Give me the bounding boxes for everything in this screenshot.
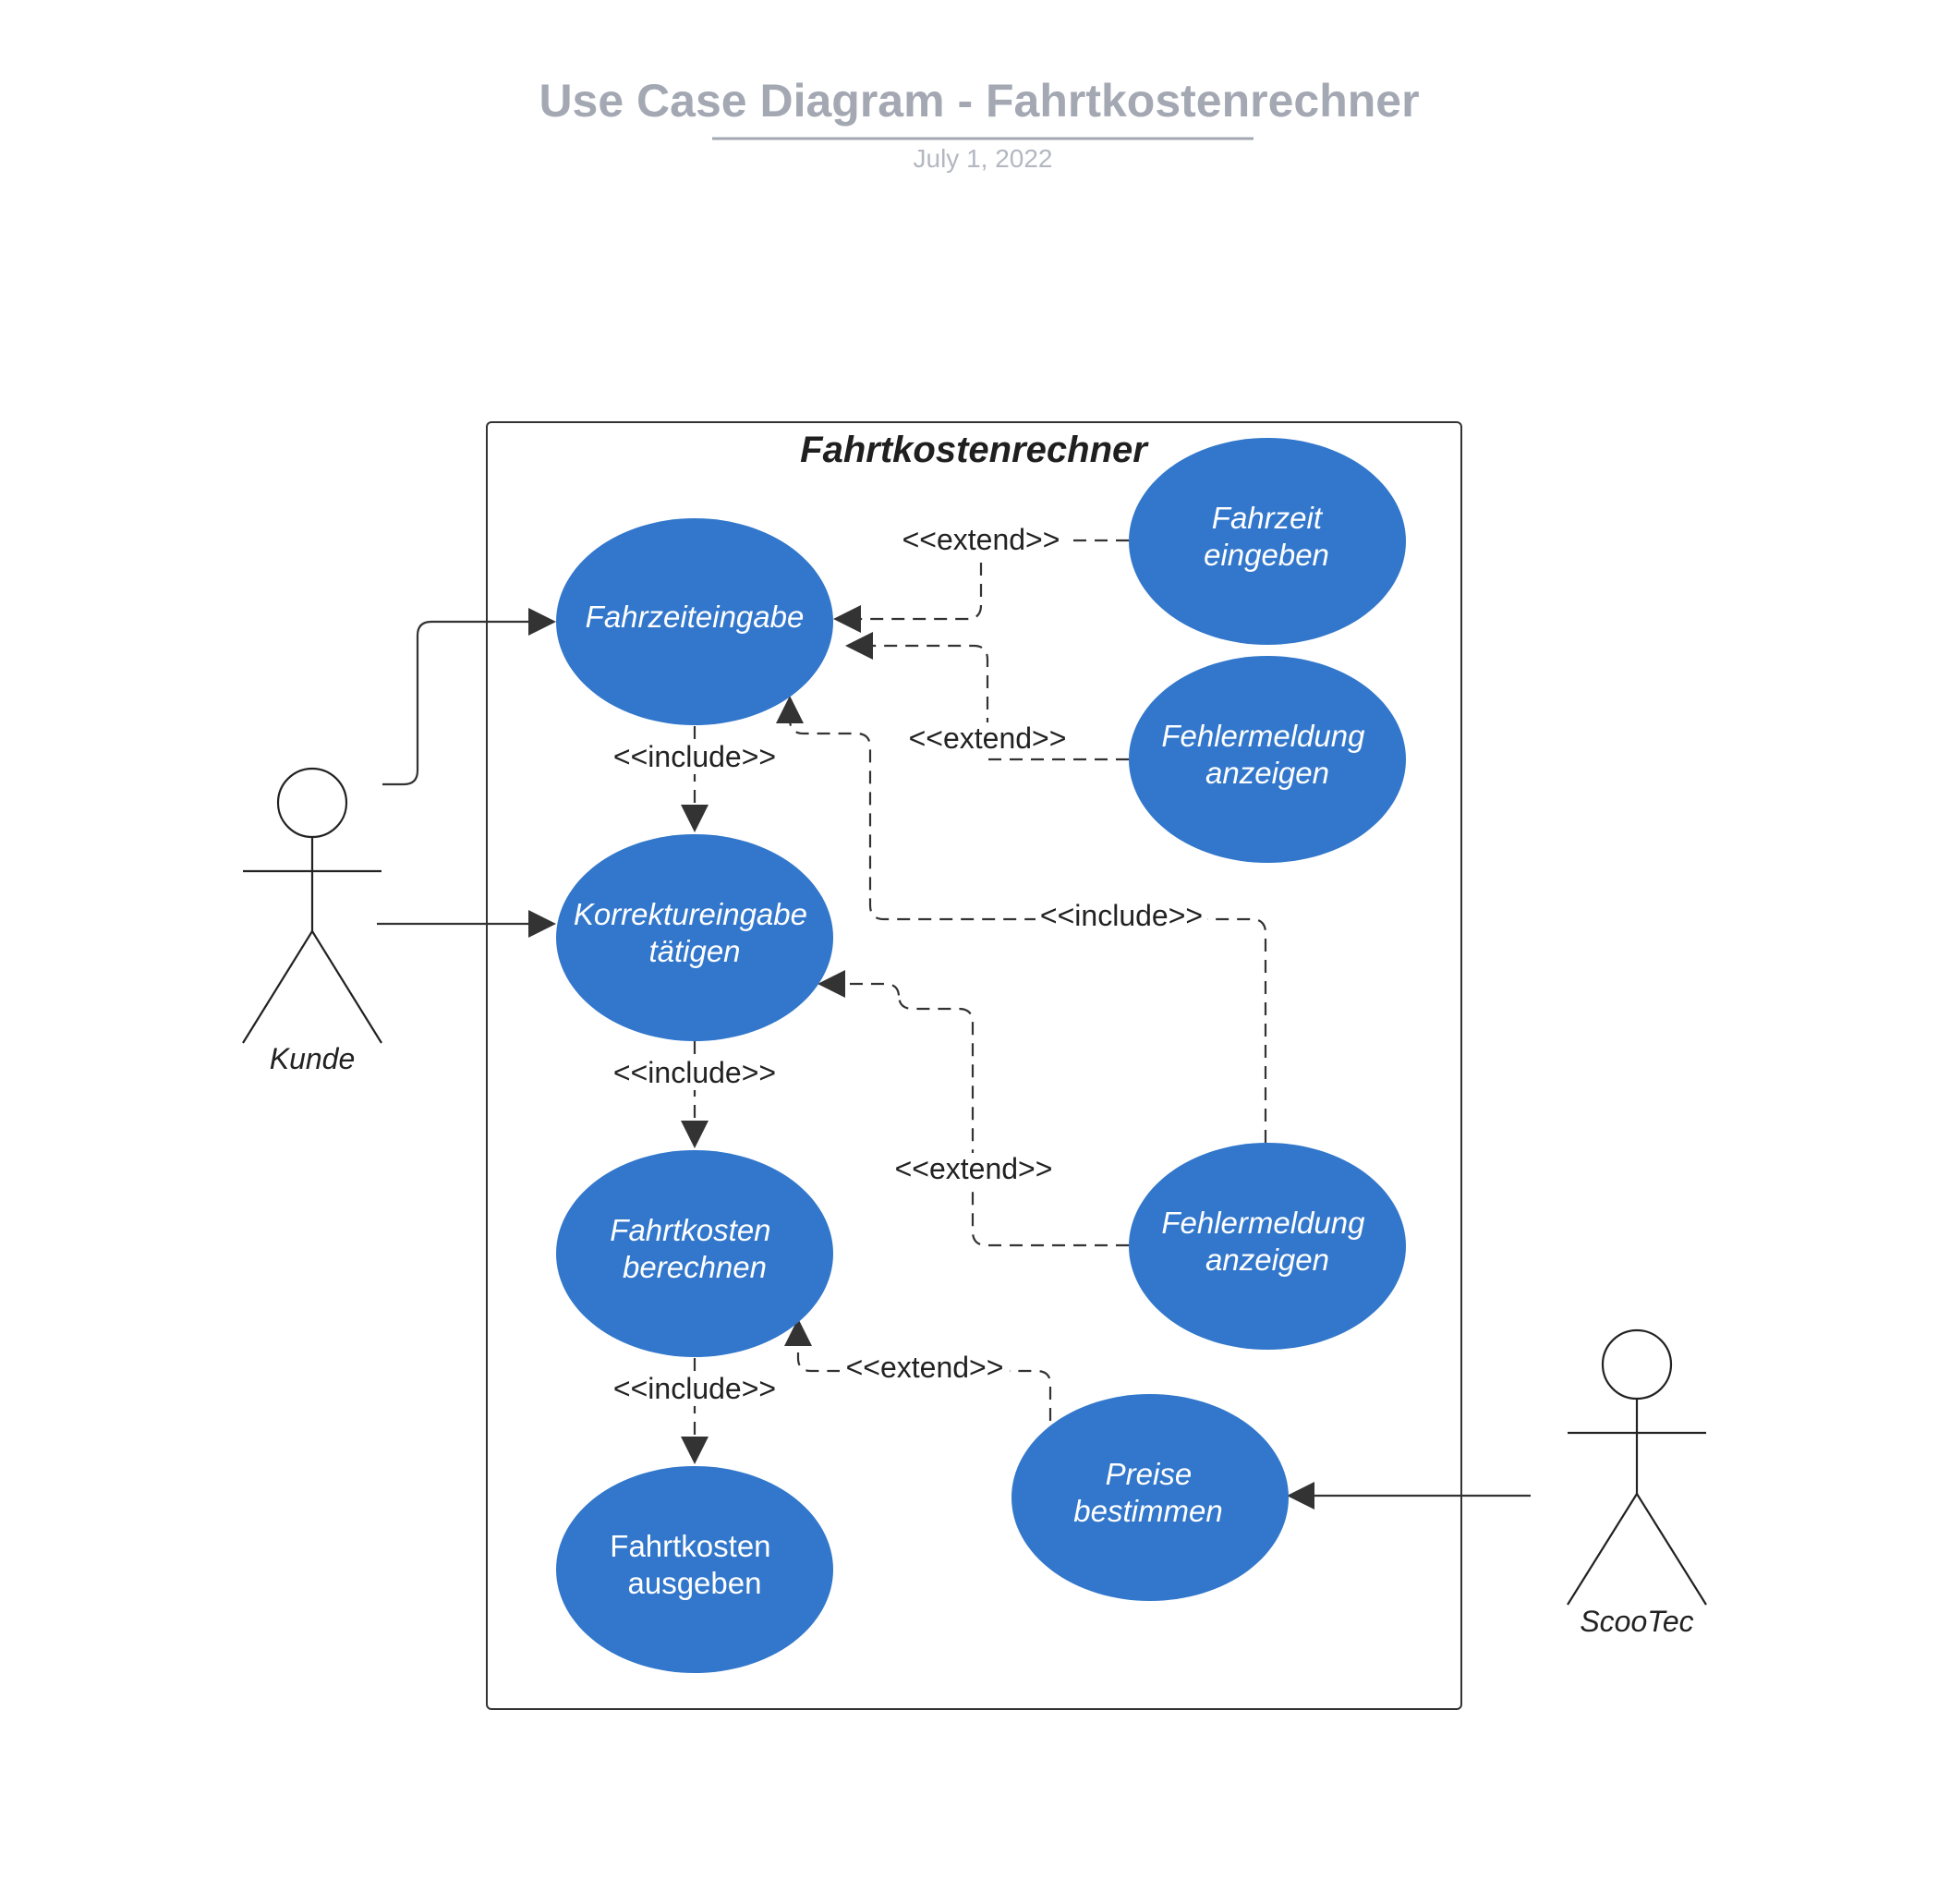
svg-text:Korrektureingabe tätigen: Korrektureingabe tätigen xyxy=(574,897,816,968)
use-case-fahrtkosten-ausgeben[interactable]: Fahrtkosten ausgeben xyxy=(556,1466,833,1673)
diagram-date: July 1, 2022 xyxy=(914,144,1053,173)
actor-kunde-label: Kunde xyxy=(270,1042,356,1075)
use-case-fehlermeldung-2[interactable]: Fehlermeldung anzeigen xyxy=(1129,1143,1406,1350)
use-case-label: Preise xyxy=(1106,1457,1193,1491)
extend-fehlermeldung-1-line xyxy=(845,632,1129,761)
use-case-label: tätigen xyxy=(648,934,740,968)
use-case-label: Fahrtkosten xyxy=(610,1529,770,1563)
svg-text:Fahrzeiteingabe: Fahrzeiteingabe xyxy=(586,600,805,634)
use-case-label: Fahrzeit xyxy=(1212,501,1324,535)
use-case-label: Fahrzeiteingabe xyxy=(586,600,805,634)
include-fehlermeldung-2-line xyxy=(776,696,1267,1143)
svg-text:Fehlermeldung anzeigen: Fehlermeldung anzeigen xyxy=(1161,1206,1373,1277)
extend-fahrzeit-eingeben-line xyxy=(833,539,1129,633)
actor-scootec-label: ScooTec xyxy=(1580,1605,1693,1638)
include-label-right: <<include>> xyxy=(1040,899,1203,932)
actor-scootec[interactable]: ScooTec xyxy=(1567,1328,1707,1638)
extend-label-1: <<extend>> xyxy=(902,523,1060,556)
diagram-title: Use Case Diagram - Fahrtkostenrechner xyxy=(539,75,1419,127)
use-case-label: anzeigen xyxy=(1205,1243,1329,1277)
extend-fehlermeldung-2-line xyxy=(818,970,1129,1247)
use-case-fahrzeiteingabe[interactable]: Fahrzeiteingabe xyxy=(556,518,833,725)
use-case-korrektureingabe[interactable]: Korrektureingabe tätigen xyxy=(556,834,833,1041)
use-case-label: anzeigen xyxy=(1205,756,1329,790)
include-label-3: <<include>> xyxy=(613,1372,776,1405)
use-case-label: Fahrtkosten xyxy=(610,1213,770,1247)
extend-label-4: <<extend>> xyxy=(846,1351,1004,1384)
actor-head xyxy=(276,767,348,839)
extend-label-3: <<extend>> xyxy=(895,1152,1053,1185)
kunde-to-fahrzeiteingabe-line xyxy=(382,608,556,786)
svg-text:Fahrtkosten berechnen: Fahrtkosten berechnen xyxy=(610,1213,779,1284)
svg-text:Fahrzeit eingeben: Fahrzeit eingeben xyxy=(1204,501,1330,572)
use-case-fahrtkosten-berechnen[interactable]: Fahrtkosten berechnen xyxy=(556,1150,833,1357)
system-boundary xyxy=(486,421,1462,1710)
include-label-1: <<include>> xyxy=(613,740,776,773)
actor-kunde[interactable]: Kunde xyxy=(242,767,382,1075)
svg-text:Fehlermeldung anzeigen: Fehlermeldung anzeigen xyxy=(1161,719,1373,790)
svg-text:Fahrtkosten ausgeben: Fahrtkosten ausgeben xyxy=(610,1529,779,1600)
use-case-fehlermeldung-1[interactable]: Fehlermeldung anzeigen xyxy=(1129,656,1406,863)
system-title: Fahrtkostenrechner xyxy=(800,430,1149,470)
use-case-label: Fehlermeldung xyxy=(1161,1206,1365,1240)
svg-text:Preise bestimmen: Preise bestimmen xyxy=(1073,1457,1222,1528)
use-case-fahrzeit-eingeben[interactable]: Fahrzeit eingeben xyxy=(1129,438,1406,645)
use-case-label: Fehlermeldung xyxy=(1161,719,1365,753)
use-case-label: bestimmen xyxy=(1073,1494,1222,1528)
use-case-preise-bestimmen[interactable]: Preise bestimmen xyxy=(1011,1394,1289,1601)
use-case-label: Korrektureingabe xyxy=(574,897,807,931)
include-label-2: <<include>> xyxy=(613,1056,776,1089)
extend-label-2: <<extend>> xyxy=(909,722,1067,755)
actor-head xyxy=(1601,1328,1673,1401)
use-case-label: ausgeben xyxy=(628,1566,762,1600)
use-case-label: berechnen xyxy=(623,1250,767,1284)
use-case-label: eingeben xyxy=(1204,538,1329,572)
